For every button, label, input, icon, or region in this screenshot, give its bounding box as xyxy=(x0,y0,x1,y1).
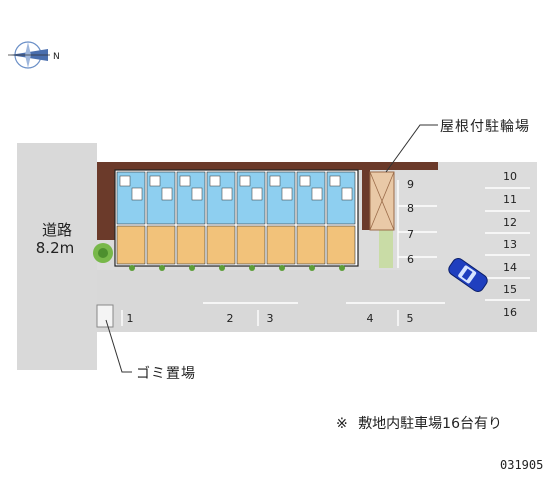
shrub-icon xyxy=(249,265,255,271)
tree-icon xyxy=(93,243,113,263)
note-text: 敷地内駐車場16台有り xyxy=(358,416,503,432)
parking-number: 9 xyxy=(407,178,414,191)
unit-room xyxy=(206,225,236,265)
planter-strip xyxy=(379,222,393,268)
road xyxy=(17,143,97,370)
unit-bath xyxy=(269,175,281,187)
parking-number: 15 xyxy=(503,283,517,296)
unit-kitchen xyxy=(341,187,353,201)
unit-bath xyxy=(329,175,341,187)
parking-number: 10 xyxy=(503,170,517,183)
road-width: 8.2m xyxy=(36,239,74,257)
parking-number: 4 xyxy=(367,312,374,325)
compass-icon xyxy=(8,41,50,69)
bicycle-callout-line xyxy=(385,124,438,173)
unit-bath xyxy=(179,175,191,187)
unit-kitchen xyxy=(191,187,203,201)
parking-number: 11 xyxy=(503,193,517,206)
parking-number: 16 xyxy=(503,306,517,319)
unit-kitchen xyxy=(251,187,263,201)
shrub-icon xyxy=(339,265,345,271)
note-mark: ※ xyxy=(336,416,348,432)
shrub-icon xyxy=(309,265,315,271)
parking-note: ※ 敷地内駐車場16台有り xyxy=(336,413,502,433)
unit-kitchen xyxy=(131,187,143,201)
unit-kitchen xyxy=(281,187,293,201)
unit-bath xyxy=(149,175,161,187)
unit-room xyxy=(296,225,326,265)
parking-number: 5 xyxy=(407,312,414,325)
parking-number: 7 xyxy=(407,228,414,241)
parking-number: 3 xyxy=(267,312,274,325)
unit-bath xyxy=(119,175,131,187)
hedge-left xyxy=(97,162,117,240)
bicycle-parking xyxy=(369,171,395,231)
property-code: 031905 xyxy=(500,458,544,472)
unit-bath xyxy=(239,175,251,187)
parking-number: 12 xyxy=(503,216,517,229)
garbage-area xyxy=(96,304,114,328)
unit-room xyxy=(236,225,266,265)
shrub-icon xyxy=(219,265,225,271)
compass-north-label: N xyxy=(53,52,60,62)
unit-kitchen xyxy=(221,187,233,201)
shrub-icon xyxy=(129,265,135,271)
parking-number: 13 xyxy=(503,238,517,251)
parking-number: 6 xyxy=(407,253,414,266)
hedge-top xyxy=(97,162,357,170)
shrub-icon xyxy=(279,265,285,271)
parking-number: 14 xyxy=(503,261,517,274)
parking-number: 8 xyxy=(407,202,414,215)
unit-bath xyxy=(209,175,221,187)
road-name: 道路 xyxy=(42,221,72,239)
hedge-bicycle-left xyxy=(362,170,370,230)
car-icon xyxy=(448,258,488,292)
garbage-area-label: ゴミ置場 xyxy=(136,366,196,382)
hedge-bicycle-area xyxy=(357,162,438,170)
shrub-icon xyxy=(189,265,195,271)
parking-number: 2 xyxy=(227,312,234,325)
unit-room xyxy=(176,225,206,265)
unit-room xyxy=(266,225,296,265)
parking-number: 1 xyxy=(127,312,134,325)
unit-room xyxy=(326,225,356,265)
shrub-icon xyxy=(159,265,165,271)
unit-bath xyxy=(299,175,311,187)
garbage-callout-line xyxy=(105,319,132,373)
bicycle-parking-label: 屋根付駐輪場 xyxy=(440,119,530,135)
unit-kitchen xyxy=(161,187,173,201)
unit-kitchen xyxy=(311,187,323,201)
parking-stall-lines xyxy=(121,180,530,326)
unit-room xyxy=(146,225,176,265)
unit-grid xyxy=(116,171,356,271)
unit-room xyxy=(116,225,146,265)
